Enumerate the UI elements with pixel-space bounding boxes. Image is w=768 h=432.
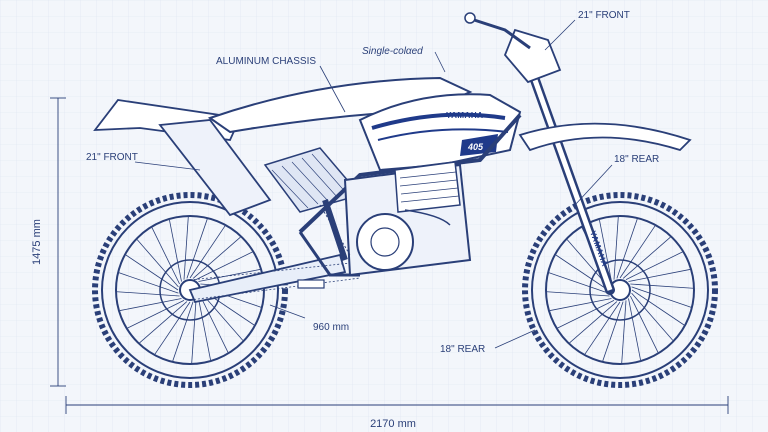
- wheel-spoke: [548, 272, 609, 294]
- front-fender: [518, 122, 692, 152]
- length-dimension: [65, 396, 729, 414]
- wheel-spoke: [118, 272, 179, 294]
- wheel-spoke: [136, 239, 179, 288]
- handlebar: [467, 16, 531, 50]
- wheel-spoke: [201, 292, 244, 341]
- wheel-spoke: [621, 300, 627, 364]
- leader-lines: [134, 19, 613, 349]
- label-cooling: Single-colαed: [362, 46, 423, 57]
- clutch-cover: [356, 213, 414, 271]
- wheel-spoke: [191, 300, 197, 364]
- leader-rear-bottom: [494, 329, 536, 349]
- footpeg: [297, 279, 325, 289]
- wheel-spoke: [625, 251, 683, 280]
- tank-logo: YAMAHA: [446, 111, 483, 120]
- leader-rear-left: [134, 161, 201, 171]
- wheel-spoke: [116, 291, 180, 297]
- front-wheel: [522, 192, 718, 388]
- wheel-spoke: [169, 219, 182, 282]
- wheel-spoke: [125, 254, 179, 291]
- wheel-spoke: [154, 301, 191, 355]
- rear-rim: [115, 215, 265, 365]
- label-rear-front-right: 18" REAR: [614, 154, 659, 165]
- leader-cooling: [434, 51, 446, 73]
- leader-chassis: [319, 65, 346, 113]
- rear-spokes: [116, 216, 264, 364]
- wheel-spoke: [599, 219, 612, 282]
- engine: [343, 161, 472, 277]
- handlebar-end: [464, 12, 476, 24]
- height-dimension: [50, 97, 66, 387]
- wheel-spoke: [151, 227, 180, 285]
- tank-stripe-thin: [377, 128, 509, 141]
- wheel-spoke: [557, 300, 615, 329]
- leader-front-top: [544, 19, 576, 51]
- wheel-spoke: [198, 298, 211, 361]
- height-dimension-label: 1475 mm: [31, 219, 43, 265]
- wheel-spoke: [119, 298, 182, 311]
- front-fork-highlight: [532, 79, 613, 291]
- clutch-inner: [370, 227, 400, 257]
- wheel-spoke: [549, 298, 612, 311]
- wheel-spoke: [628, 298, 641, 361]
- chain: [189, 261, 361, 301]
- label-rear-bottom: 18" REAR: [440, 344, 485, 355]
- wheel-spoke: [198, 269, 261, 282]
- wheel-spoke: [555, 254, 609, 291]
- wheel-spoke: [631, 289, 685, 326]
- wheel-spoke: [192, 236, 241, 279]
- wheel-spoke: [631, 292, 674, 341]
- model-number: 405: [467, 142, 484, 152]
- tank-stripe: [371, 112, 506, 130]
- wheel-spoke: [630, 295, 659, 353]
- wheel-spoke: [616, 218, 638, 279]
- wheel-spoke: [613, 216, 619, 280]
- wheel-spoke: [630, 283, 694, 289]
- radiator-fins: [271, 153, 349, 209]
- wheel-spoke: [619, 225, 656, 279]
- wheel-spoke: [127, 300, 185, 329]
- leader-seat-height: [269, 304, 306, 319]
- shock-spring: [319, 204, 351, 256]
- wheel-spoke: [631, 286, 692, 308]
- front-tire: [531, 201, 709, 379]
- wheel-spoke: [602, 301, 624, 362]
- rear-tire: [101, 201, 279, 379]
- label-front-wheel-top: 21" FRONT: [578, 10, 630, 21]
- cylinder-fins: [399, 171, 460, 203]
- cylinder-head: [394, 161, 461, 213]
- front-number-plate: [503, 28, 562, 84]
- wheel-spoke: [189, 225, 226, 279]
- front-brake-disc: [589, 259, 651, 321]
- wheel-spoke: [139, 301, 188, 344]
- rear-tire-tread: [92, 192, 288, 388]
- wheel-spoke: [172, 301, 194, 362]
- wheel-spoke: [546, 291, 610, 297]
- wheel-spoke: [584, 301, 621, 355]
- wheel-spoke: [200, 295, 229, 353]
- side-panel: [158, 119, 272, 217]
- label-seat-height: 960 mm: [313, 322, 349, 333]
- wheel-spoke: [569, 301, 618, 344]
- length-dimension-label: 2170 mm: [370, 418, 416, 430]
- front-tire-tread: [522, 192, 718, 388]
- label-chassis: ALUMINUM CHASSIS: [216, 56, 316, 67]
- label-rear-wheel-left: 21" FRONT: [86, 152, 138, 163]
- exhaust-header: [404, 209, 451, 226]
- wheel-spoke: [183, 216, 189, 280]
- wheel-spoke: [628, 269, 691, 282]
- wheel-spoke: [186, 218, 208, 279]
- front-rim: [545, 215, 695, 365]
- wheel-spoke: [622, 236, 671, 279]
- seat: [207, 76, 473, 134]
- leader-front-right: [574, 164, 613, 206]
- wheel-spoke: [195, 251, 253, 280]
- swingarm: [188, 253, 347, 304]
